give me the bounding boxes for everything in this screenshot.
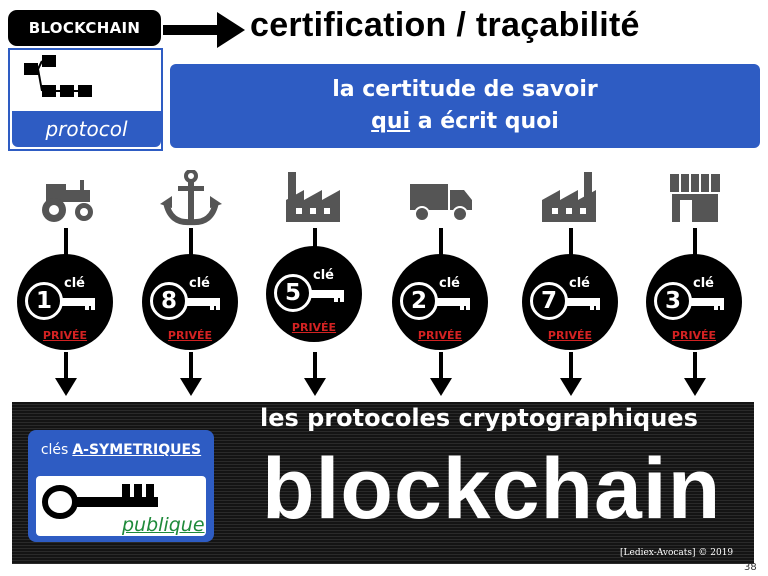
key-number: 1 — [25, 282, 63, 320]
privee-label: PRIVÉE — [671, 329, 717, 342]
cle-label: clé — [569, 276, 590, 291]
connector-line — [693, 228, 697, 262]
certitude-line2: qui a écrit quoi — [170, 106, 760, 138]
connector-line — [189, 228, 193, 262]
key-icon — [310, 290, 344, 302]
key-number: 8 — [150, 282, 188, 320]
cle-label: clé — [313, 268, 334, 283]
down-arrow-icon — [430, 352, 452, 396]
protocol-label: protocol — [12, 111, 161, 147]
down-arrow-icon — [560, 352, 582, 396]
asym-emph: A-SYMETRIQUES — [72, 442, 202, 458]
credit: [Lediex-Avocats] © 2019 — [620, 548, 734, 558]
privee-label: PRIVÉE — [417, 329, 463, 342]
cle-label: clé — [64, 276, 85, 291]
publique-label: publique — [122, 514, 205, 536]
asymmetric-keys-card: clés A-SYMETRIQUES publique — [28, 430, 214, 542]
private-key-circle: 8 clé PRIVÉE — [142, 254, 238, 350]
store-icon — [670, 174, 720, 222]
down-arrow-icon — [180, 352, 202, 396]
cle-label: clé — [693, 276, 714, 291]
cle-label: clé — [189, 276, 210, 291]
crypto-protocols-title: les protocoles cryptographiques — [260, 404, 698, 432]
private-key-circle: 3 clé PRIVÉE — [646, 254, 742, 350]
blockchain-word: blockchain — [262, 441, 722, 537]
certitude-qui: qui — [371, 109, 411, 134]
certitude-banner: la certitude de savoir qui a écrit quoi — [170, 64, 760, 148]
cle-label: clé — [439, 276, 460, 291]
key-number: 2 — [400, 282, 438, 320]
asym-prefix: clés — [40, 442, 69, 458]
asymmetric-keys-label: clés A-SYMETRIQUES — [28, 430, 214, 470]
down-arrow-icon — [684, 352, 706, 396]
factory-icon — [542, 172, 596, 222]
key-icon — [436, 298, 470, 310]
page-number: 38 — [744, 562, 757, 573]
privee-label: PRIVÉE — [547, 329, 593, 342]
factory-icon — [286, 172, 340, 222]
key-number: 5 — [274, 274, 312, 312]
key-number: 3 — [654, 282, 692, 320]
down-arrow-icon — [304, 352, 326, 396]
private-key-circle: 1 clé PRIVÉE — [17, 254, 113, 350]
connector-line — [569, 228, 573, 262]
privee-label: PRIVÉE — [42, 329, 88, 342]
private-key-circle: 2 clé PRIVÉE — [392, 254, 488, 350]
privee-label: PRIVÉE — [291, 321, 337, 334]
down-arrow-icon — [55, 352, 77, 396]
tractor-icon — [42, 180, 93, 222]
public-key-icon — [42, 484, 158, 519]
blockchain-badge: BLOCKCHAIN — [8, 10, 161, 46]
truck-icon — [410, 184, 472, 222]
privee-label: PRIVÉE — [167, 329, 213, 342]
key-icon — [61, 298, 95, 310]
key-icon — [566, 298, 600, 310]
chain-blocks-icon — [24, 55, 92, 97]
private-key-circle: 7 clé PRIVÉE — [522, 254, 618, 350]
private-key-circle: 5 clé PRIVÉE — [266, 246, 362, 342]
key-icon — [690, 298, 724, 310]
right-arrow-icon — [163, 12, 245, 48]
key-icon — [186, 298, 220, 310]
anchor-icon — [160, 170, 222, 226]
certitude-rest: a écrit quoi — [410, 109, 559, 134]
connector-line — [439, 228, 443, 262]
connector-line — [64, 228, 68, 262]
certitude-line1: la certitude de savoir — [332, 77, 598, 102]
connector-line — [313, 228, 317, 262]
page-title: certification / traçabilité — [250, 6, 640, 44]
key-number: 7 — [530, 282, 568, 320]
